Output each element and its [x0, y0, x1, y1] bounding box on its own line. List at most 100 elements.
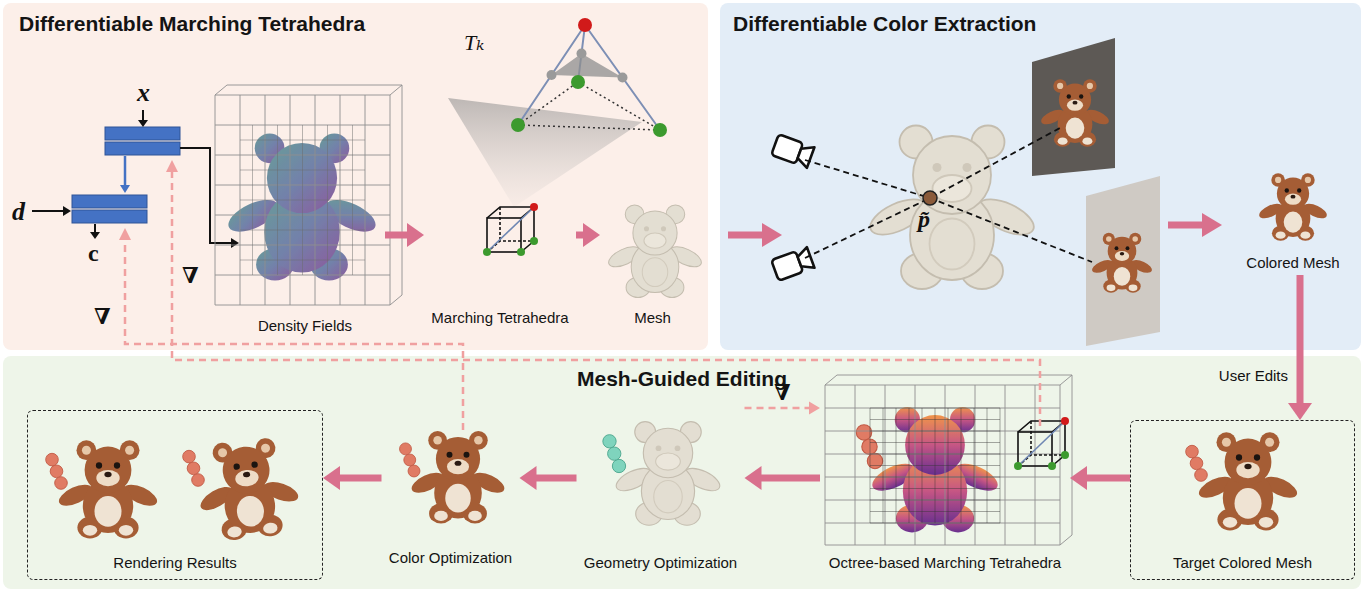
gradient-arrow [745, 402, 821, 415]
tetrahedron-inset [618, 73, 628, 83]
connector-line [385, 232, 410, 239]
image-plane [1032, 38, 1160, 346]
panel-title: Differentiable Color Extraction [733, 12, 1036, 36]
tetrahedron-inset [547, 70, 557, 80]
arrow-head [323, 466, 340, 490]
edge-label: User Edits [1219, 367, 1288, 384]
flow-arrow [762, 223, 782, 247]
image-plane [1039, 79, 1111, 147]
point-symbol: p̃ [918, 206, 930, 233]
colored-mesh-figure [1257, 173, 1329, 241]
network-arrow [90, 232, 100, 239]
target-mesh-figure [1186, 445, 1208, 481]
rendering-figure [46, 435, 305, 543]
mlp-block [105, 142, 180, 155]
figure-caption: Mesh [634, 309, 671, 326]
gradient-symbol: ∇ [182, 262, 199, 289]
stage-panel: Differentiable Color ExtractionColored M… [720, 3, 1361, 350]
octree-grid [868, 407, 1001, 532]
mlp-block [105, 127, 180, 140]
camera-icon [771, 134, 814, 168]
tetrahedron-inset [518, 82, 660, 130]
gradient-line [166, 160, 178, 172]
network-arrow [32, 110, 239, 248]
tetrahedron-inset [448, 98, 642, 207]
network-arrow [124, 156, 127, 186]
octree-grid [870, 408, 1000, 523]
gradient-line [119, 228, 131, 240]
geometry-figure [603, 422, 723, 526]
output-symbol: c [88, 240, 99, 267]
camera-icon [771, 134, 814, 281]
camera-icon [771, 247, 814, 281]
arrow-head [809, 402, 820, 415]
flow-arrow [1202, 213, 1222, 237]
tetrahedron-inset [448, 18, 667, 207]
cube-icon [1014, 417, 1069, 470]
mesh-figure [606, 205, 704, 298]
rendering-figure [183, 450, 205, 486]
mesh-figure [606, 205, 704, 298]
mlp-block [72, 210, 147, 223]
mlp-block [72, 127, 180, 223]
connector-line [745, 407, 812, 410]
color-figure [409, 431, 507, 524]
connector-line [758, 475, 820, 482]
connector-line [1297, 275, 1304, 406]
arrow-head [1070, 466, 1087, 490]
figure-caption: Target Colored Mesh [1173, 554, 1312, 571]
octree-grid [825, 375, 1072, 545]
network-arrow [180, 148, 232, 243]
rendering-figure [56, 440, 160, 538]
flow-arrow [576, 223, 600, 247]
density-field [224, 133, 380, 280]
connector-line [1084, 475, 1130, 482]
flow-arrow [1168, 222, 1204, 229]
geometry-figure [613, 422, 723, 526]
figure-caption: Geometry Optimization [584, 554, 737, 571]
arrow-head [583, 223, 600, 247]
network-arrow [63, 206, 71, 216]
density-field [240, 125, 365, 275]
panel-title: Mesh-Guided Editing [577, 367, 787, 391]
flow-arrow [1168, 213, 1222, 237]
tetrahedron-inset [577, 49, 587, 59]
tetrahedron-inset [552, 54, 623, 78]
arrow-head [745, 466, 762, 490]
image-plane [1086, 176, 1160, 346]
network-arrow [32, 210, 64, 212]
figure-caption: Marching Tetrahedra [431, 309, 568, 326]
arrow-head [520, 466, 537, 490]
rendering-figure [46, 453, 68, 489]
tetrahedron-inset [511, 118, 525, 132]
flow-arrow [323, 466, 382, 490]
arrow-head [407, 223, 424, 247]
input-symbol: d [12, 197, 25, 227]
gradient-line [125, 238, 463, 430]
network-arrow [138, 120, 148, 127]
colored-mesh-figure [1257, 173, 1329, 241]
tetrahedron-inset [653, 123, 667, 137]
tetrahedron-inset [578, 18, 592, 32]
flow-arrow [745, 466, 821, 490]
figure-caption: Colored Mesh [1246, 254, 1339, 271]
flow-arrow [1288, 275, 1312, 420]
target-mesh-figure [1196, 432, 1300, 530]
image-plane [1090, 233, 1154, 293]
figure-caption: Rendering Results [113, 554, 236, 571]
geometry-figure [603, 435, 626, 473]
image-plane [1090, 233, 1154, 293]
flow-arrow [728, 223, 782, 247]
tetrahedron-inset [571, 75, 585, 89]
gradient-line [119, 160, 1040, 430]
flow-arrow [385, 223, 424, 247]
network-arrow [120, 185, 130, 193]
network-arrow [231, 238, 239, 248]
input-symbol: x [137, 78, 150, 108]
image-plane [1039, 79, 1111, 147]
flow-arrow [728, 232, 764, 239]
projection-ray [805, 128, 1092, 262]
connector-line [533, 475, 576, 482]
